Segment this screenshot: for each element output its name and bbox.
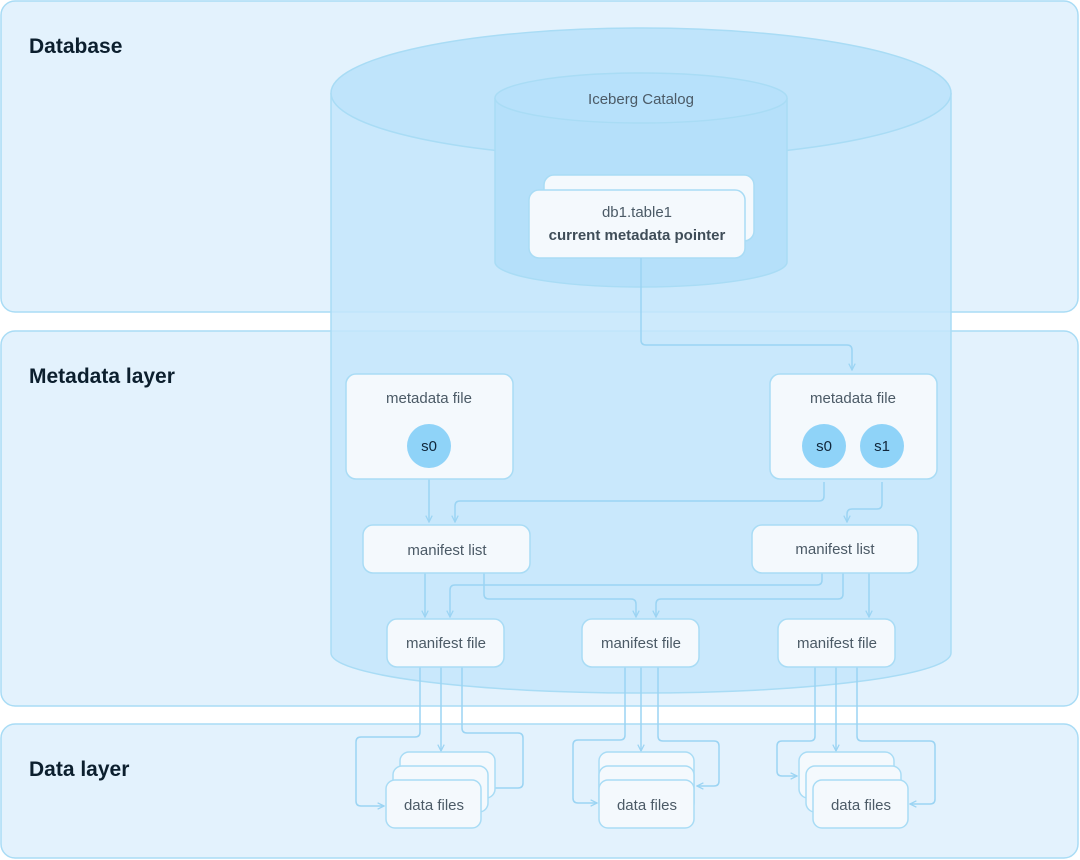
manifest-list-right-label: manifest list [795, 541, 875, 558]
data-files-label: data files [617, 797, 677, 814]
pointer-arrow [640, 258, 852, 370]
data-files-stack-3: data files [798, 751, 909, 829]
snapshot-badge [407, 424, 451, 468]
manifest-file-2 [581, 618, 700, 668]
snapshot-badge [860, 424, 904, 468]
manifest-file-1 [386, 618, 505, 668]
data-files-stack-2: data files [598, 751, 695, 829]
arrow-list1-to-mf2 [483, 573, 636, 617]
arrow-list2-to-mf2 [656, 573, 844, 617]
database-layer-label: Database [29, 35, 122, 58]
data-files-stack-1: data files [385, 751, 496, 829]
data-files-label: data files [404, 797, 464, 814]
manifest-file-1-label: manifest file [406, 635, 486, 652]
arrow-mf2-to-df-a [572, 667, 626, 803]
data-layer-label: Data layer [29, 758, 129, 781]
metadata-file-left-label: metadata file [386, 390, 472, 407]
data-file-card [812, 779, 909, 829]
data-layer-panel [0, 723, 1079, 859]
manifest-list-right [751, 524, 919, 574]
manifest-list-left-label: manifest list [407, 542, 487, 559]
manifest-list-left [362, 524, 531, 574]
snapshot-label: s0 [816, 438, 832, 455]
iceberg-catalog-title: Iceberg Catalog [588, 91, 694, 108]
data-file-card [385, 779, 482, 829]
arrow-meta2-s0-to-list1 [455, 482, 825, 522]
table-card [528, 189, 746, 259]
table-name: db1.table1 [602, 204, 672, 221]
metadata-layer-label: Metadata layer [29, 365, 175, 388]
snapshot-badge [802, 424, 846, 468]
data-file-card [598, 779, 695, 829]
arrow-mf2-to-df-c [657, 667, 720, 786]
metadata-pointer-label: current metadata pointer [549, 227, 726, 244]
arrow-meta2-s1-to-list2 [847, 482, 883, 522]
arrow-mf3-to-df-a [776, 667, 816, 776]
connectors [355, 258, 936, 806]
metadata-file-right-label: metadata file [810, 390, 896, 407]
manifest-file-2-label: manifest file [601, 635, 681, 652]
arrow-mf1-to-df-a [355, 667, 421, 806]
arrow-mf3-to-df-c [856, 667, 936, 804]
arrow-mf1-to-df-c [461, 667, 524, 788]
manifest-file-3-label: manifest file [797, 635, 877, 652]
snapshot-label: s0 [421, 438, 437, 455]
manifest-file-3 [777, 618, 896, 668]
snapshot-label: s1 [874, 438, 890, 455]
arrow-list2-to-mf1 [450, 573, 823, 617]
data-files-label: data files [831, 797, 891, 814]
